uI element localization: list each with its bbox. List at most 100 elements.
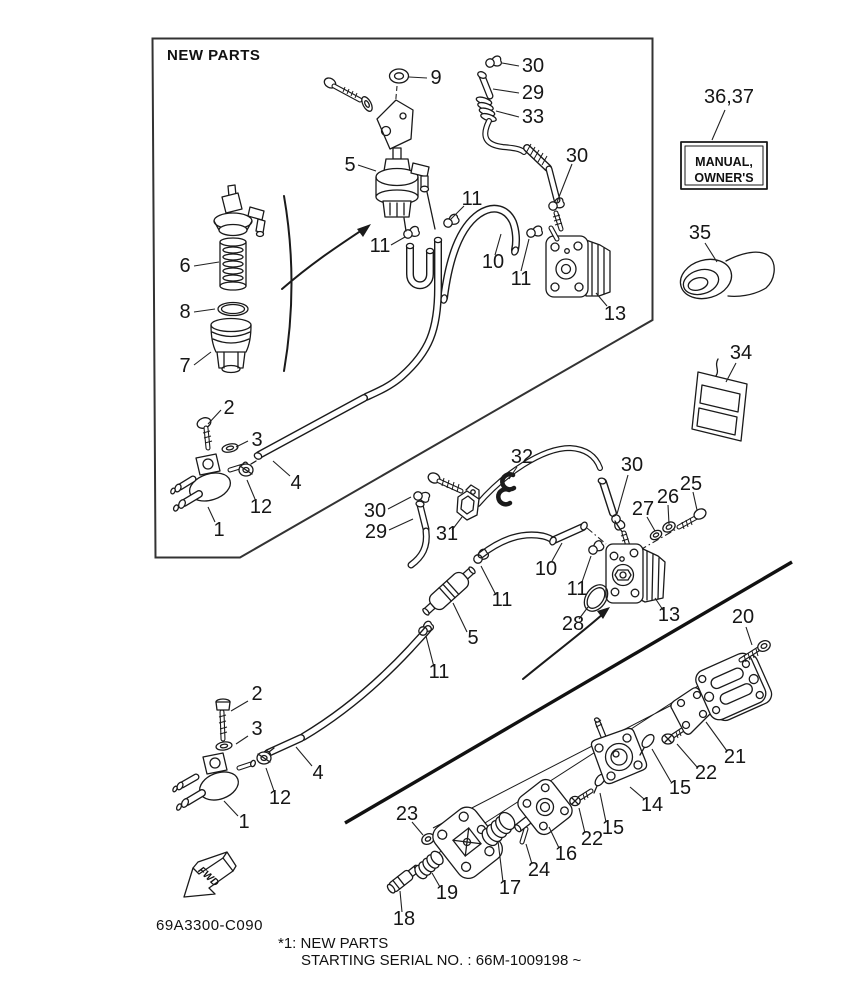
nut-9 xyxy=(388,68,410,84)
callout-9: 9 xyxy=(430,67,441,89)
callout-labels: 9 30 29 33 5 30 11 11 10 11 13 6 8 7 2 3… xyxy=(179,55,754,930)
callout-10a: 10 xyxy=(482,251,504,273)
washer-3-bottom xyxy=(214,740,234,752)
fuel-pump-13-middle xyxy=(605,530,666,604)
fuel-filter-5-middle xyxy=(422,566,476,616)
callout-1b: 1 xyxy=(238,811,249,833)
callout-11f: 11 xyxy=(429,661,450,683)
hose-29-33-top xyxy=(475,71,564,232)
callout-3b: 3 xyxy=(251,718,262,740)
callout-33: 33 xyxy=(522,106,544,128)
callout-31: 31 xyxy=(436,523,458,545)
owners-manual-label: MANUAL, OWNER'S xyxy=(680,141,768,190)
stay-bracket xyxy=(376,99,414,150)
filter-cup-7 xyxy=(210,317,252,374)
pump-body xyxy=(432,806,503,880)
callout-30d: 30 xyxy=(621,454,643,476)
tag-34 xyxy=(691,358,748,442)
plate-16 xyxy=(514,778,573,836)
pin-24 xyxy=(519,826,529,845)
drawing-code: 69A3300-C090 xyxy=(156,917,263,934)
bolt-20 xyxy=(738,639,771,663)
grommet-35 xyxy=(679,251,775,300)
callout-leader-lines xyxy=(193,62,753,913)
clamp-12-bottom xyxy=(256,747,275,765)
callout-5b: 5 xyxy=(467,627,478,649)
callout-4a: 4 xyxy=(290,472,301,494)
callout-34: 34 xyxy=(730,342,752,364)
callout-1a: 1 xyxy=(213,519,224,541)
fuel-cock-top-assembly xyxy=(213,184,266,238)
callout-5a: 5 xyxy=(344,154,355,176)
callout-14: 14 xyxy=(641,794,663,816)
callout-6: 6 xyxy=(179,255,190,277)
callout-30a: 30 xyxy=(522,55,544,77)
callout-16: 16 xyxy=(555,843,577,865)
callout-30c: 30 xyxy=(364,500,386,522)
callout-22b: 22 xyxy=(581,828,603,850)
spring-17 xyxy=(481,811,516,847)
callout-4b: 4 xyxy=(312,762,323,784)
callout-13b: 13 xyxy=(658,604,680,626)
o-ring-8 xyxy=(217,301,249,317)
callout-36-37: 36,37 xyxy=(704,86,754,108)
clip-15-right xyxy=(639,733,655,756)
footnote-new-parts: *1: NEW PARTS xyxy=(278,935,388,952)
filter-element-6 xyxy=(219,237,247,291)
fuel-cock-1-mid xyxy=(170,453,249,512)
callout-8: 8 xyxy=(179,301,190,323)
callout-27: 27 xyxy=(632,498,654,520)
callout-12a: 12 xyxy=(250,496,272,518)
footnote-serial: STARTING SERIAL NO. : 66M-1009198 ~ xyxy=(301,952,581,969)
fwd-arrow: FWD xyxy=(183,851,237,898)
callout-11e: 11 xyxy=(492,589,513,611)
manual-label-line2: OWNER'S xyxy=(694,171,753,185)
callout-2a: 2 xyxy=(223,397,234,419)
gasket-21 xyxy=(670,687,713,735)
callout-26: 26 xyxy=(657,486,679,508)
clamp-bolt-31-32 xyxy=(427,472,517,521)
callout-28: 28 xyxy=(562,613,584,635)
fuel-pump-13-top xyxy=(545,225,611,298)
callout-3a: 3 xyxy=(251,429,262,451)
hoses-bottom xyxy=(262,625,432,758)
callout-11d: 11 xyxy=(567,578,588,600)
cover-plate xyxy=(695,652,773,722)
fuel-filter-5-top xyxy=(375,147,430,218)
callout-23: 23 xyxy=(396,803,418,825)
callout-21: 21 xyxy=(724,746,746,768)
callout-12b: 12 xyxy=(269,787,291,809)
hose-clips xyxy=(401,54,627,639)
callout-13a: 13 xyxy=(604,303,626,325)
callout-30b: 30 xyxy=(566,145,588,167)
clamp-12-mid xyxy=(238,460,257,477)
callout-24: 24 xyxy=(528,859,550,881)
manual-label-line1: MANUAL, xyxy=(695,155,753,169)
callout-32: 32 xyxy=(511,446,533,468)
engine-separator-line xyxy=(344,560,793,825)
fuel-pump-14 xyxy=(590,717,648,785)
callout-22a: 22 xyxy=(695,762,717,784)
fuel-cock-1-bottom xyxy=(172,752,256,811)
grouping-bracket xyxy=(283,195,293,372)
pointer-arrow-to-filter xyxy=(281,224,371,290)
callout-11a: 11 xyxy=(462,188,483,210)
bolt-2-bottom xyxy=(215,698,231,742)
callout-20: 20 xyxy=(732,606,754,628)
callout-25: 25 xyxy=(680,473,702,495)
callout-18: 18 xyxy=(393,908,415,930)
callout-15a: 15 xyxy=(669,777,691,799)
new-parts-box xyxy=(151,37,654,559)
screw-22-left xyxy=(569,788,594,807)
bolt-2-mid xyxy=(196,417,213,451)
callout-35: 35 xyxy=(689,222,711,244)
callout-29b: 29 xyxy=(365,521,387,543)
callout-2b: 2 xyxy=(251,683,262,705)
washer-3-mid xyxy=(220,441,240,455)
callout-19: 19 xyxy=(436,882,458,904)
screw-22-right xyxy=(661,727,685,745)
callout-10b: 10 xyxy=(535,558,557,580)
o-ring-28 xyxy=(583,584,609,612)
